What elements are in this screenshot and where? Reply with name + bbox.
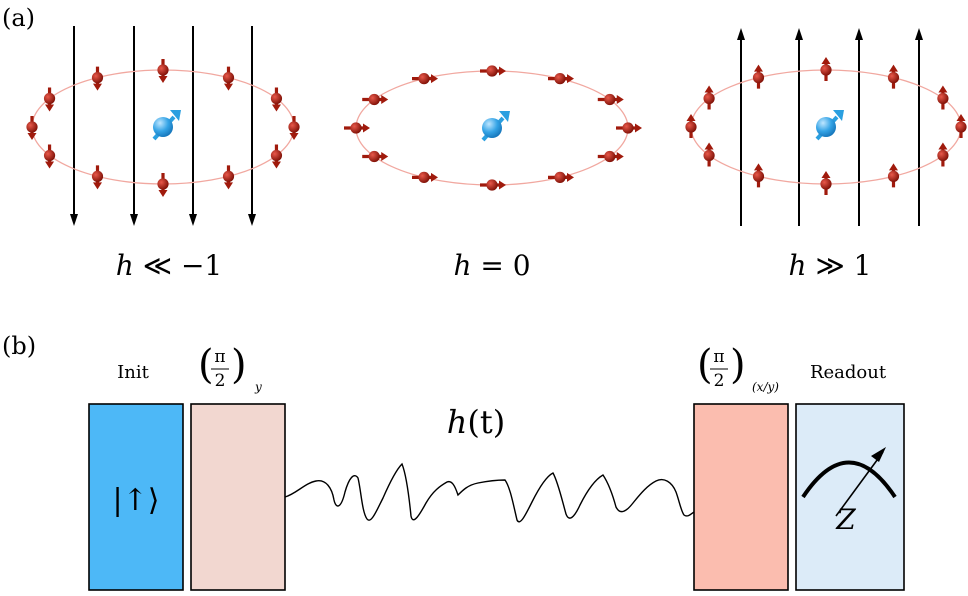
bath-spin — [362, 93, 389, 106]
meter-icon — [801, 447, 897, 517]
pulse2-label: ( π 2 ) (x/y) — [697, 342, 779, 394]
pulse1-box — [190, 403, 286, 591]
field-line-arrow-down — [248, 26, 256, 226]
field-line-arrow-up — [855, 28, 863, 226]
field-line-arrow-down — [70, 26, 78, 226]
bath-spin — [820, 57, 832, 81]
bath-spin — [597, 150, 624, 163]
h-relation: = 0 — [471, 249, 530, 282]
bath-spin — [480, 65, 506, 77]
bath-spin — [222, 165, 235, 190]
h-relation: ≫ 1 — [807, 249, 872, 282]
ring-middle — [344, 65, 642, 191]
central-spin — [815, 110, 844, 141]
field-line-arrow-up — [795, 28, 803, 226]
panel-a-label: (a) — [2, 4, 35, 32]
field-line-arrow-up — [737, 28, 745, 226]
bath-spin — [752, 163, 765, 188]
bath-spin — [937, 85, 949, 110]
svg-text:): ) — [231, 342, 247, 388]
pulse2-denominator: 2 — [714, 371, 725, 391]
bath-spin — [91, 165, 104, 190]
bath-spin — [685, 114, 697, 138]
field-lines-up — [737, 28, 923, 226]
pulse1-denominator: 2 — [215, 371, 226, 391]
bath-spin — [362, 150, 389, 163]
bath-spin — [288, 116, 300, 140]
field-lines-down — [70, 26, 256, 226]
bath-spin — [412, 171, 438, 183]
pulse1-subscript: y — [254, 380, 262, 394]
bath-spin — [43, 144, 56, 169]
svg-text:): ) — [730, 342, 746, 388]
bath-spin — [937, 142, 949, 167]
field-line-arrow-up — [915, 28, 923, 226]
bath-spin — [157, 59, 169, 83]
bath-spin — [752, 64, 765, 89]
label-h-negative: h ≪ −1 — [116, 249, 222, 282]
central-spin — [481, 111, 510, 142]
bath-spin — [955, 114, 967, 138]
pulse1-numerator: π — [214, 347, 225, 367]
bath-spin — [412, 73, 438, 85]
bath-spin — [480, 179, 506, 191]
bath-spin — [270, 144, 283, 169]
bath-spin — [344, 122, 370, 134]
bath-spin — [703, 142, 715, 167]
svg-text:(: ( — [697, 342, 713, 388]
h-symbol: h — [789, 249, 807, 282]
label-h-positive: h ≫ 1 — [789, 249, 872, 282]
bath-spin — [157, 173, 169, 197]
noisy-drive-curve — [284, 462, 695, 523]
init-label: Init — [117, 362, 149, 383]
readout-label: Readout — [810, 362, 887, 383]
ring-left — [26, 59, 300, 197]
h-symbol: h — [116, 249, 134, 282]
field-line-arrow-down — [189, 26, 197, 226]
bath-spin — [270, 87, 283, 112]
bath-spin — [703, 85, 715, 110]
central-spin — [152, 110, 181, 141]
bath-spin — [820, 171, 832, 195]
bath-spin — [548, 73, 574, 85]
label-h-zero: h = 0 — [453, 249, 530, 282]
h-relation: ≪ −1 — [134, 249, 222, 282]
init-state-ket: |↑⟩ — [113, 483, 160, 518]
bath-spin — [222, 66, 235, 91]
bath-spin — [616, 122, 642, 134]
bath-spin — [887, 163, 900, 188]
pulse2-numerator: π — [713, 347, 724, 367]
pulse1-label: ( π 2 ) y — [198, 342, 262, 394]
field-line-arrow-down — [130, 26, 138, 226]
drive-t: (t) — [467, 403, 505, 441]
bath-spin — [43, 87, 56, 112]
ring-right — [685, 57, 967, 195]
h-symbol: h — [453, 249, 471, 282]
svg-text:(: ( — [198, 342, 214, 388]
init-box — [88, 403, 184, 591]
panel-b-label: (b) — [2, 332, 36, 360]
bath-spin — [887, 64, 900, 89]
bath-spin — [597, 93, 624, 106]
bath-spin — [91, 66, 104, 91]
pulse2-subscript: (x/y) — [752, 380, 779, 394]
meter-letter: Z — [835, 503, 856, 536]
drive-label: h(t) — [447, 403, 505, 441]
drive-h: h — [447, 403, 468, 441]
bath-spin — [26, 116, 38, 140]
pulse2-box — [693, 403, 789, 591]
bath-spin — [548, 171, 574, 183]
